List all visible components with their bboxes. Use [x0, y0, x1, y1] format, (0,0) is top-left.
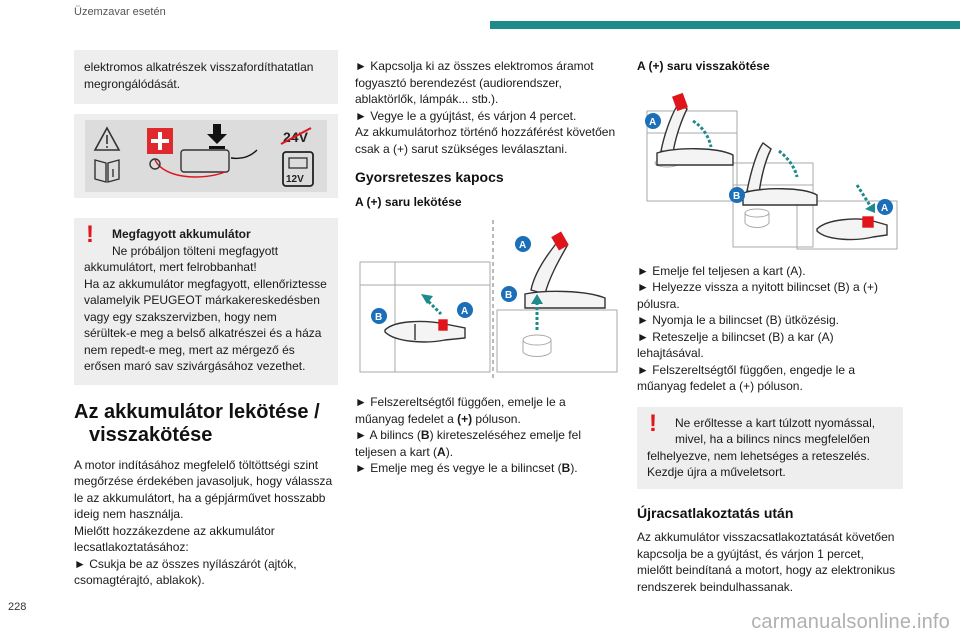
reconnect-clamp-illustration: A B A — [645, 92, 898, 249]
label-a: A — [649, 117, 656, 128]
step-line: teljesen a kart (A). — [355, 444, 454, 459]
label-b: B — [733, 191, 740, 202]
alert-line: akkumulátort, mert felrobbanhat! — [84, 260, 257, 274]
alert-line: felhelyezve, nem lehetséges a reteszelés… — [647, 448, 870, 463]
after-reconnect-body: Az akkumulátor visszacsatlakoztatását kö… — [637, 529, 903, 595]
alert-line: nem repedt-e meg, mert az mérgező és — [84, 342, 295, 357]
label-b: B — [375, 312, 382, 323]
header-accent-bar — [490, 21, 960, 29]
section-title-line-2: visszakötése — [89, 423, 213, 446]
step-line: ► Reteszelje a bilincset (B) a kar (A) — [637, 329, 834, 344]
step-line: Az akkumulátorhoz történő hozzáférést kö… — [355, 125, 616, 139]
step-line: ► Felszereltségtől függően, emelje le a — [355, 395, 566, 409]
disconnect-subheading: A (+) saru lekötése — [355, 194, 462, 209]
step-line: ► Emelje fel teljesen a kart (A). — [637, 263, 806, 278]
step-line: ► Kapcsolja ki az összes elektromos áram… — [355, 59, 594, 73]
section-title: Az akkumulátor lekötése / visszakötése — [74, 401, 338, 447]
alert-line: valamelyik PEUGEOT márkakereskedésben — [84, 293, 320, 307]
battery-icon: 12V — [282, 151, 314, 187]
battery-warning-illustration: 24V 12V — [85, 120, 327, 192]
minus-arrow-icon — [207, 124, 227, 149]
step-line: műanyag fedelet a (+) póluson. — [637, 379, 803, 393]
exclamation-icon: ! — [649, 409, 657, 437]
reconnect-figure: A B A — [637, 81, 903, 251]
exclamation-icon: ! — [86, 221, 94, 248]
body-line: megőrzése érdekében javasoljuk, hogy vál… — [74, 474, 333, 488]
reconnect-heading: A (+) saru visszakötése — [637, 59, 770, 73]
column-1: elektromos alkatrészek visszafordíthatat… — [74, 50, 338, 589]
after-reconnect-heading: Újracsatlakoztatás után — [637, 504, 794, 521]
disconnect-figure: A B A B — [355, 220, 621, 380]
lever-force-alert: ! Ne erőltesse a kart túlzott nyomással,… — [637, 406, 903, 489]
warning-figure-panel: 24V 12V — [85, 120, 327, 192]
step-line: pólusra. — [637, 296, 680, 311]
intro-line: elektromos alkatrészek visszafordíthatat… — [84, 60, 314, 74]
alert-line: mivel, ha a bilincs nincs megfelelően — [675, 432, 870, 446]
body-line: mielőtt beindítaná a motort, hogy az ele… — [637, 563, 896, 577]
step-line: műanyag fedelet a (+) póluson. — [355, 411, 521, 426]
voltage-12-label: 12V — [286, 174, 304, 185]
body-line: ideig nem használja. — [74, 507, 184, 521]
step-line: fogyasztó berendezést (audiorendszer, — [355, 75, 562, 90]
alert-line: sérültek-e meg a belső alkatrészei és a … — [84, 326, 322, 340]
body-line: A motor indításához megfelelő töltöttség… — [74, 457, 319, 472]
alert-line: Ne próbáljon tölteni megfagyott — [112, 243, 279, 258]
plus-sign-icon — [147, 128, 173, 154]
body-line: ► Csukja be az összes nyílászárót (ajtók… — [74, 556, 297, 571]
body-line: le az akkumulátort, ha a gépjárművet hos… — [74, 490, 326, 505]
label-b-2: B — [505, 290, 512, 301]
body-line: Az akkumulátor visszacsatlakoztatását kö… — [637, 530, 895, 544]
warning-figure: 24V 12V — [74, 114, 338, 198]
alert-line: Ha az akkumulátor megfagyott, ellenőrizt… — [84, 276, 327, 291]
step-line: lehajtásával. — [637, 346, 704, 360]
column-2: ► Kapcsolja ki az összes elektromos áram… — [355, 58, 621, 477]
section-title-line-1: Az akkumulátor lekötése / — [74, 400, 320, 423]
intro-line: megrongálódását. — [84, 76, 181, 91]
step-line: csak a (+) sarut szükséges leválasztani. — [355, 141, 568, 156]
page-number: 228 — [8, 601, 27, 613]
alert-line: vagy egy szakszervizben, hogy nem — [84, 309, 277, 324]
label-a-3: A — [881, 203, 888, 214]
label-a-2: A — [519, 240, 526, 251]
intro-box: elektromos alkatrészek visszafordíthatat… — [74, 50, 338, 104]
frozen-battery-alert: ! Megfagyott akkumulátor Ne próbáljon tö… — [74, 218, 338, 385]
step-line: ► A bilincs (B) kireteszeléséhez emelje … — [355, 428, 581, 442]
disconnect-clamp-illustration: A B A B — [359, 220, 618, 380]
step-line: ► Nyomja le a bilincset (B) ütközésig. — [637, 313, 839, 327]
reconnect-steps: ► Emelje fel teljesen a kart (A). ► Hely… — [637, 263, 903, 395]
running-header: Üzemzavar esetén — [74, 6, 166, 18]
warning-triangle-icon — [93, 126, 121, 151]
step-line: ► Emelje meg és vegye le a bilincset (B)… — [355, 461, 578, 475]
disconnect-steps: ► Felszereltségtől függően, emelje le a … — [355, 394, 621, 477]
shutdown-steps: ► Kapcsolja ki az összes elektromos áram… — [355, 58, 621, 157]
quick-release-heading: Gyorsreteszes kapocs — [355, 169, 504, 185]
column-3: A (+) saru visszakötése A — [637, 58, 903, 595]
alert-line: Kezdje újra a műveletsort. — [647, 465, 786, 479]
alert-line: Ne erőltesse a kart túlzott nyomással, — [675, 415, 876, 430]
body-line: csomagtérajtó, ablakok). — [74, 573, 205, 587]
step-line: ► Felszereltségtől függően, engedje le a — [637, 362, 856, 377]
body-line: rendszerek beindulhassanak. — [637, 579, 794, 594]
step-line: ablaktörlők, lámpák... stb.). — [355, 92, 499, 106]
label-a: A — [461, 306, 468, 317]
alert-line: erősen maró sav szivárgásához vezethet. — [84, 359, 306, 373]
manual-book-icon — [94, 159, 120, 183]
watermark: carmanualsonline.info — [751, 611, 950, 633]
step-line: ► Helyezze vissza a nyitott bilincset (B… — [637, 280, 878, 294]
section-body: A motor indításához megfelelő töltöttség… — [74, 457, 338, 589]
body-line: kapcsolja be a gyújtást, és várjon 1 per… — [637, 546, 864, 561]
body-line: lecsatlakoztatásához: — [74, 540, 189, 554]
body-line: Mielőtt hozzákezdene az akkumulátor — [74, 523, 275, 538]
step-line: ► Vegye le a gyújtást, és várjon 4 perce… — [355, 108, 577, 123]
alert-title: Megfagyott akkumulátor — [112, 227, 251, 241]
